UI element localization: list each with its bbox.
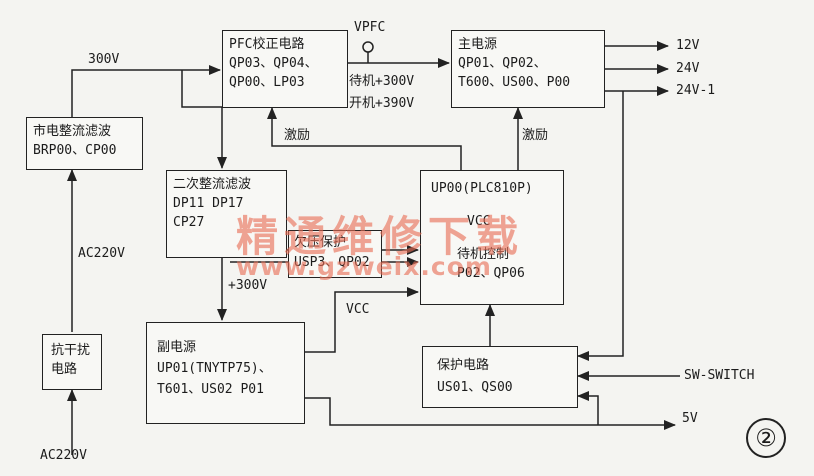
wire-excite-pfc — [267, 107, 462, 170]
pfc-correction-block: PFC校正电路 QP03、QP04、 QP00、LP03 — [222, 30, 348, 108]
watermark-line2: www.gzweix.com — [236, 252, 492, 281]
wire-aux-to-5v — [305, 397, 676, 430]
figure-number: ② — [746, 418, 786, 458]
overvoltage-block: 欠压保护 USP3、QP02 — [288, 230, 382, 278]
protection-line1: US01、QS00 — [437, 380, 513, 395]
pfc-line1: QP03、QP04、 — [229, 56, 318, 71]
emi-filter-block: 抗干扰 电路 — [42, 334, 102, 390]
controller-title: UP00(PLC810P) — [431, 181, 533, 196]
wire-vcc — [305, 287, 419, 353]
label-standby-300v: 待机+300V — [349, 74, 415, 89]
label-12v: 12V — [676, 38, 700, 53]
aux-power-block: 副电源 UP01(TNYTP75)、 T601、US02 P01 — [146, 322, 305, 424]
emi-line1: 电路 — [51, 362, 78, 377]
secondary-rect-line1: DP11 DP17 — [173, 196, 244, 211]
mains-rectifier-block: 市电整流滤波 BRP00、CP00 — [26, 117, 143, 170]
standby-line1: P02、QP06 — [457, 266, 525, 281]
main-power-block: 主电源 QP01、QP02、 T600、US00、P00 — [451, 30, 605, 108]
label-24v-1: 24V-1 — [676, 83, 716, 98]
label-ac220v-mid: AC220V — [78, 246, 125, 261]
label-300v-mid: +300V — [228, 278, 268, 293]
controller-block: UP00(PLC810P) VCC 待机控制 P02、QP06 — [420, 170, 564, 305]
wire-300v-branch — [181, 70, 227, 169]
aux-power-title: 副电源 — [157, 340, 197, 355]
wire-5v-to-protect — [577, 391, 599, 425]
emi-title: 抗干扰 — [51, 343, 91, 358]
rectifier-line1: BRP00、CP00 — [33, 143, 117, 158]
label-ac220v-bottom: AC220V — [40, 448, 87, 463]
vpfc-terminal — [362, 41, 374, 53]
aux-power-line2: T601、US02 P01 — [157, 382, 264, 397]
wire-24v1-to-protect — [577, 91, 624, 361]
watermark-line1: 精通维修下载 — [236, 212, 525, 261]
label-excite-right: 激励 — [522, 128, 549, 143]
label-vpfc: VPFC — [354, 20, 386, 35]
main-power-title: 主电源 — [458, 37, 498, 52]
controller-vcc: VCC — [467, 214, 491, 229]
main-power-line1: QP01、QP02、 — [458, 56, 547, 71]
protection-block: 保护电路 US01、QS00 — [422, 346, 578, 408]
label-24v: 24V — [676, 61, 700, 76]
pfc-title: PFC校正电路 — [229, 37, 305, 52]
label-5v: 5V — [682, 411, 698, 426]
label-on-390v: 开机+390V — [349, 96, 415, 111]
overvoltage-line1: USP3、QP02 — [294, 255, 370, 270]
label-vcc: VCC — [346, 302, 370, 317]
secondary-rectifier-block: 二次整流滤波 DP11 DP17 CP27 — [166, 170, 287, 258]
standby-title: 待机控制 — [457, 247, 510, 262]
wire-rect-to-pfc — [71, 65, 221, 117]
pfc-line2: QP00、LP03 — [229, 75, 305, 90]
aux-power-line1: UP01(TNYTP75)、 — [157, 361, 272, 376]
secondary-rect-line2: CP27 — [173, 215, 205, 230]
main-power-line2: T600、US00、P00 — [458, 75, 571, 90]
label-300v: 300V — [88, 52, 120, 67]
protection-title: 保护电路 — [437, 358, 490, 373]
secondary-rect-title: 二次整流滤波 — [173, 177, 252, 192]
overvoltage-title: 欠压保护 — [294, 235, 347, 250]
label-excite-left: 激励 — [284, 128, 311, 143]
rectifier-title: 市电整流滤波 — [33, 124, 112, 139]
label-sw-switch: SW-SWITCH — [684, 368, 755, 383]
